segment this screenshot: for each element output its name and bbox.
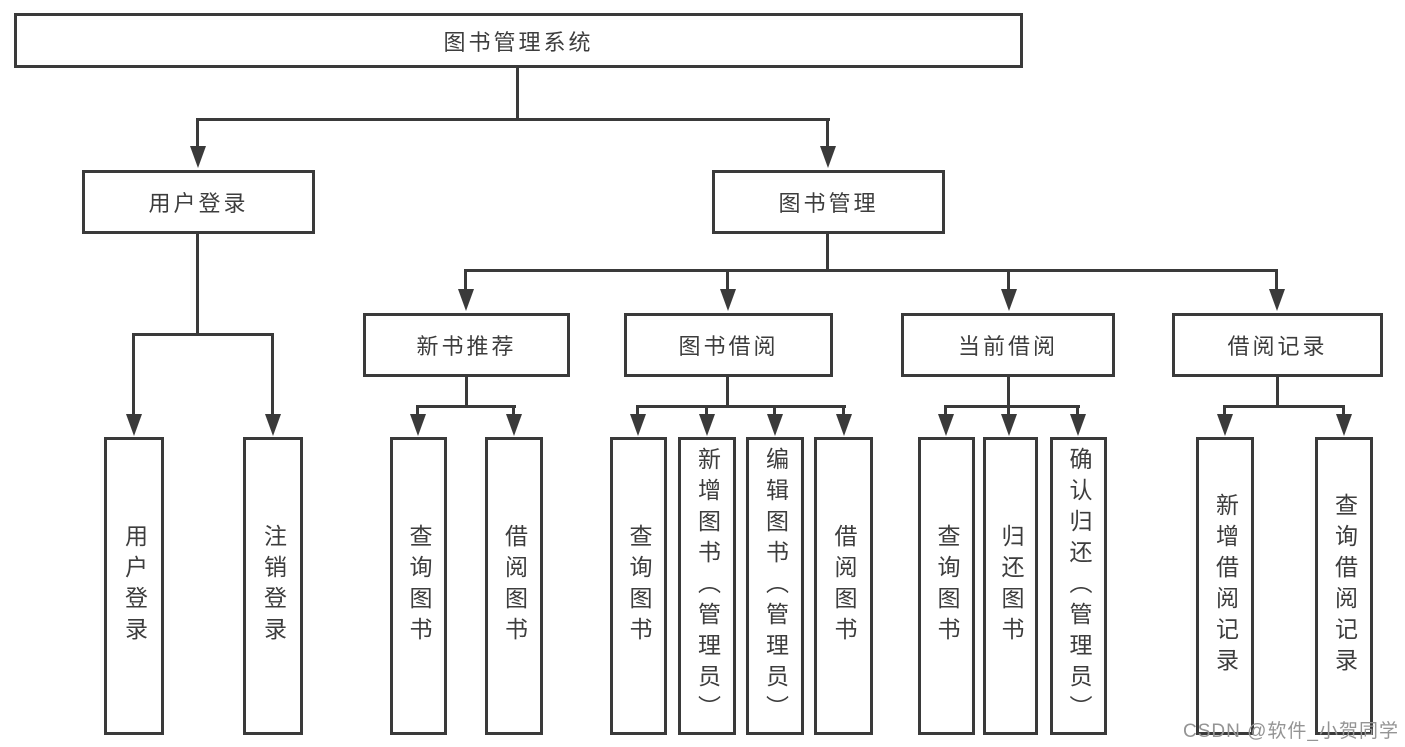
connector-line — [1007, 377, 1010, 407]
arrow-down-icon — [190, 146, 206, 168]
connector-line — [132, 333, 135, 414]
node-current-borrow-label: 当前借阅 — [957, 334, 1058, 359]
connector-line — [1223, 405, 1226, 416]
leaf-borrow-books-2: 借阅图书 — [814, 437, 873, 735]
leaf-confirm-return-admin-label: 确认归还（管理员） — [1066, 446, 1092, 726]
node-borrow-records: 借阅记录 — [1172, 313, 1383, 377]
connector-line — [944, 405, 1080, 408]
leaf-add-books-admin-label: 新增图书（管理员） — [694, 446, 721, 726]
watermark: CSDN @软件_小贺同学 — [1183, 721, 1399, 742]
connector-line — [132, 333, 274, 336]
connector-line — [1342, 405, 1345, 416]
leaf-logout-login-label: 注销登录 — [260, 524, 287, 648]
leaf-borrow-books-1: 借阅图书 — [485, 437, 543, 735]
arrow-down-icon — [630, 414, 646, 436]
arrow-down-icon — [938, 414, 954, 436]
arrow-down-icon — [458, 289, 474, 311]
connector-line — [1223, 405, 1345, 408]
node-book-borrow-label: 图书借阅 — [678, 334, 779, 359]
connector-line — [1007, 269, 1010, 291]
arrow-down-icon — [820, 146, 836, 168]
connector-line — [416, 405, 516, 408]
arrow-down-icon — [410, 414, 426, 436]
connector-line — [826, 118, 829, 148]
leaf-logout-login: 注销登录 — [243, 437, 303, 735]
connector-line — [826, 234, 829, 272]
node-new-book-recommend-label: 新书推荐 — [416, 334, 517, 359]
leaf-query-books-2: 查询图书 — [610, 437, 667, 735]
connector-line — [842, 405, 845, 416]
leaf-add-books-admin: 新增图书（管理员） — [678, 437, 736, 735]
node-book-borrow: 图书借阅 — [624, 313, 833, 377]
leaf-edit-books-admin: 编辑图书（管理员） — [746, 437, 804, 735]
connector-line — [512, 405, 515, 416]
leaf-return-books: 归还图书 — [983, 437, 1038, 735]
arrow-down-icon — [265, 414, 281, 436]
connector-line — [1275, 269, 1278, 291]
arrow-down-icon — [1070, 414, 1086, 436]
connector-line — [464, 269, 467, 291]
leaf-query-borrow-record: 查询借阅记录 — [1315, 437, 1373, 735]
leaf-borrow-books-2-label: 借阅图书 — [831, 524, 857, 648]
connector-line — [196, 118, 199, 148]
connector-line — [1007, 405, 1010, 416]
connector-line — [1276, 377, 1279, 407]
leaf-edit-books-admin-label: 编辑图书（管理员） — [762, 446, 789, 726]
connector-line — [636, 405, 639, 416]
node-borrow-records-label: 借阅记录 — [1227, 334, 1328, 359]
leaf-user-login: 用户登录 — [104, 437, 164, 735]
leaf-query-books-1: 查询图书 — [390, 437, 447, 735]
leaf-query-books-2-label: 查询图书 — [626, 524, 652, 648]
leaf-return-books-label: 归还图书 — [998, 524, 1024, 648]
arrow-down-icon — [1001, 289, 1017, 311]
connector-line — [726, 269, 729, 291]
arrow-down-icon — [1336, 414, 1352, 436]
connector-line — [464, 269, 1278, 272]
connector-line — [1076, 405, 1079, 416]
connector-line — [773, 405, 776, 416]
arrow-down-icon — [126, 414, 142, 436]
leaf-confirm-return-admin: 确认归还（管理员） — [1050, 437, 1107, 735]
arrow-down-icon — [767, 414, 783, 436]
connector-line — [944, 405, 947, 416]
connector-line — [726, 377, 729, 407]
connector-line — [196, 118, 830, 121]
connector-line — [196, 234, 199, 335]
arrow-down-icon — [1217, 414, 1233, 436]
connector-line — [416, 405, 419, 416]
leaf-query-books-1-label: 查询图书 — [406, 524, 432, 648]
connector-line — [465, 377, 468, 407]
node-current-borrow: 当前借阅 — [901, 313, 1115, 377]
connector-line — [271, 333, 274, 414]
arrow-down-icon — [1001, 414, 1017, 436]
node-user-login-label: 用户登录 — [148, 191, 249, 216]
leaf-query-borrow-record-label: 查询借阅记录 — [1331, 493, 1358, 679]
arrow-down-icon — [720, 289, 736, 311]
node-new-book-recommend: 新书推荐 — [363, 313, 570, 377]
arrow-down-icon — [699, 414, 715, 436]
arrow-down-icon — [1269, 289, 1285, 311]
leaf-query-books-3-label: 查询图书 — [934, 524, 960, 648]
connector-line — [705, 405, 708, 416]
leaf-borrow-books-1-label: 借阅图书 — [501, 524, 528, 648]
node-book-management-label: 图书管理 — [778, 191, 879, 216]
leaf-add-borrow-record-label: 新增借阅记录 — [1212, 493, 1239, 679]
node-user-login: 用户登录 — [82, 170, 315, 234]
node-root-label: 图书管理系统 — [443, 29, 594, 55]
connector-line — [516, 68, 519, 120]
leaf-query-books-3: 查询图书 — [918, 437, 975, 735]
node-book-management: 图书管理 — [712, 170, 945, 234]
node-root: 图书管理系统 — [14, 13, 1023, 68]
arrow-down-icon — [506, 414, 522, 436]
arrow-down-icon — [836, 414, 852, 436]
leaf-user-login-label: 用户登录 — [121, 524, 148, 648]
connector-line — [636, 405, 846, 408]
leaf-add-borrow-record: 新增借阅记录 — [1196, 437, 1254, 735]
